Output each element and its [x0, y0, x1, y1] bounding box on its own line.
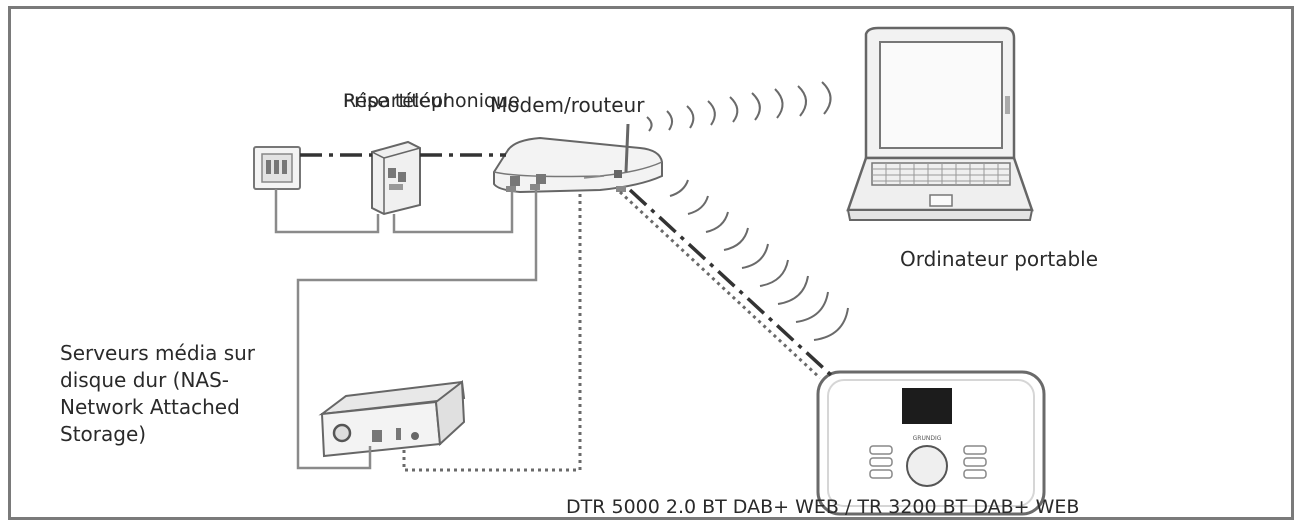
- diagram-frame: [8, 6, 1294, 520]
- label-radio: DTR 5000 2.0 BT DAB+ WEB / TR 3200 BT DA…: [566, 496, 1080, 518]
- dashdot-link-radio: [628, 188, 834, 378]
- splitter-box: [371, 140, 421, 216]
- label-phone-socket: Prise téléphonique: [343, 90, 520, 112]
- label-modem-router: Modem/routeur: [490, 93, 645, 117]
- phone-socket: [253, 146, 301, 190]
- label-nas: Serveurs média sur disque dur (NAS-Netwo…: [60, 341, 256, 446]
- label-splitter: Répartiteur: [343, 90, 451, 112]
- radio-brand-text: GRUNDIG: [913, 435, 942, 442]
- wifi-waves-laptop: [646, 81, 832, 132]
- wifi-waves-radio: [669, 179, 849, 341]
- nas-drive: [318, 380, 466, 458]
- dotted-cable: [402, 194, 582, 472]
- modem-router: [493, 123, 663, 194]
- laptop: [846, 26, 1034, 221]
- dotted-link-radio: [618, 190, 822, 380]
- radio-device: GRUNDIG: [816, 370, 1046, 516]
- label-laptop: Ordinateur portable: [900, 247, 1099, 271]
- cables: [274, 189, 538, 470]
